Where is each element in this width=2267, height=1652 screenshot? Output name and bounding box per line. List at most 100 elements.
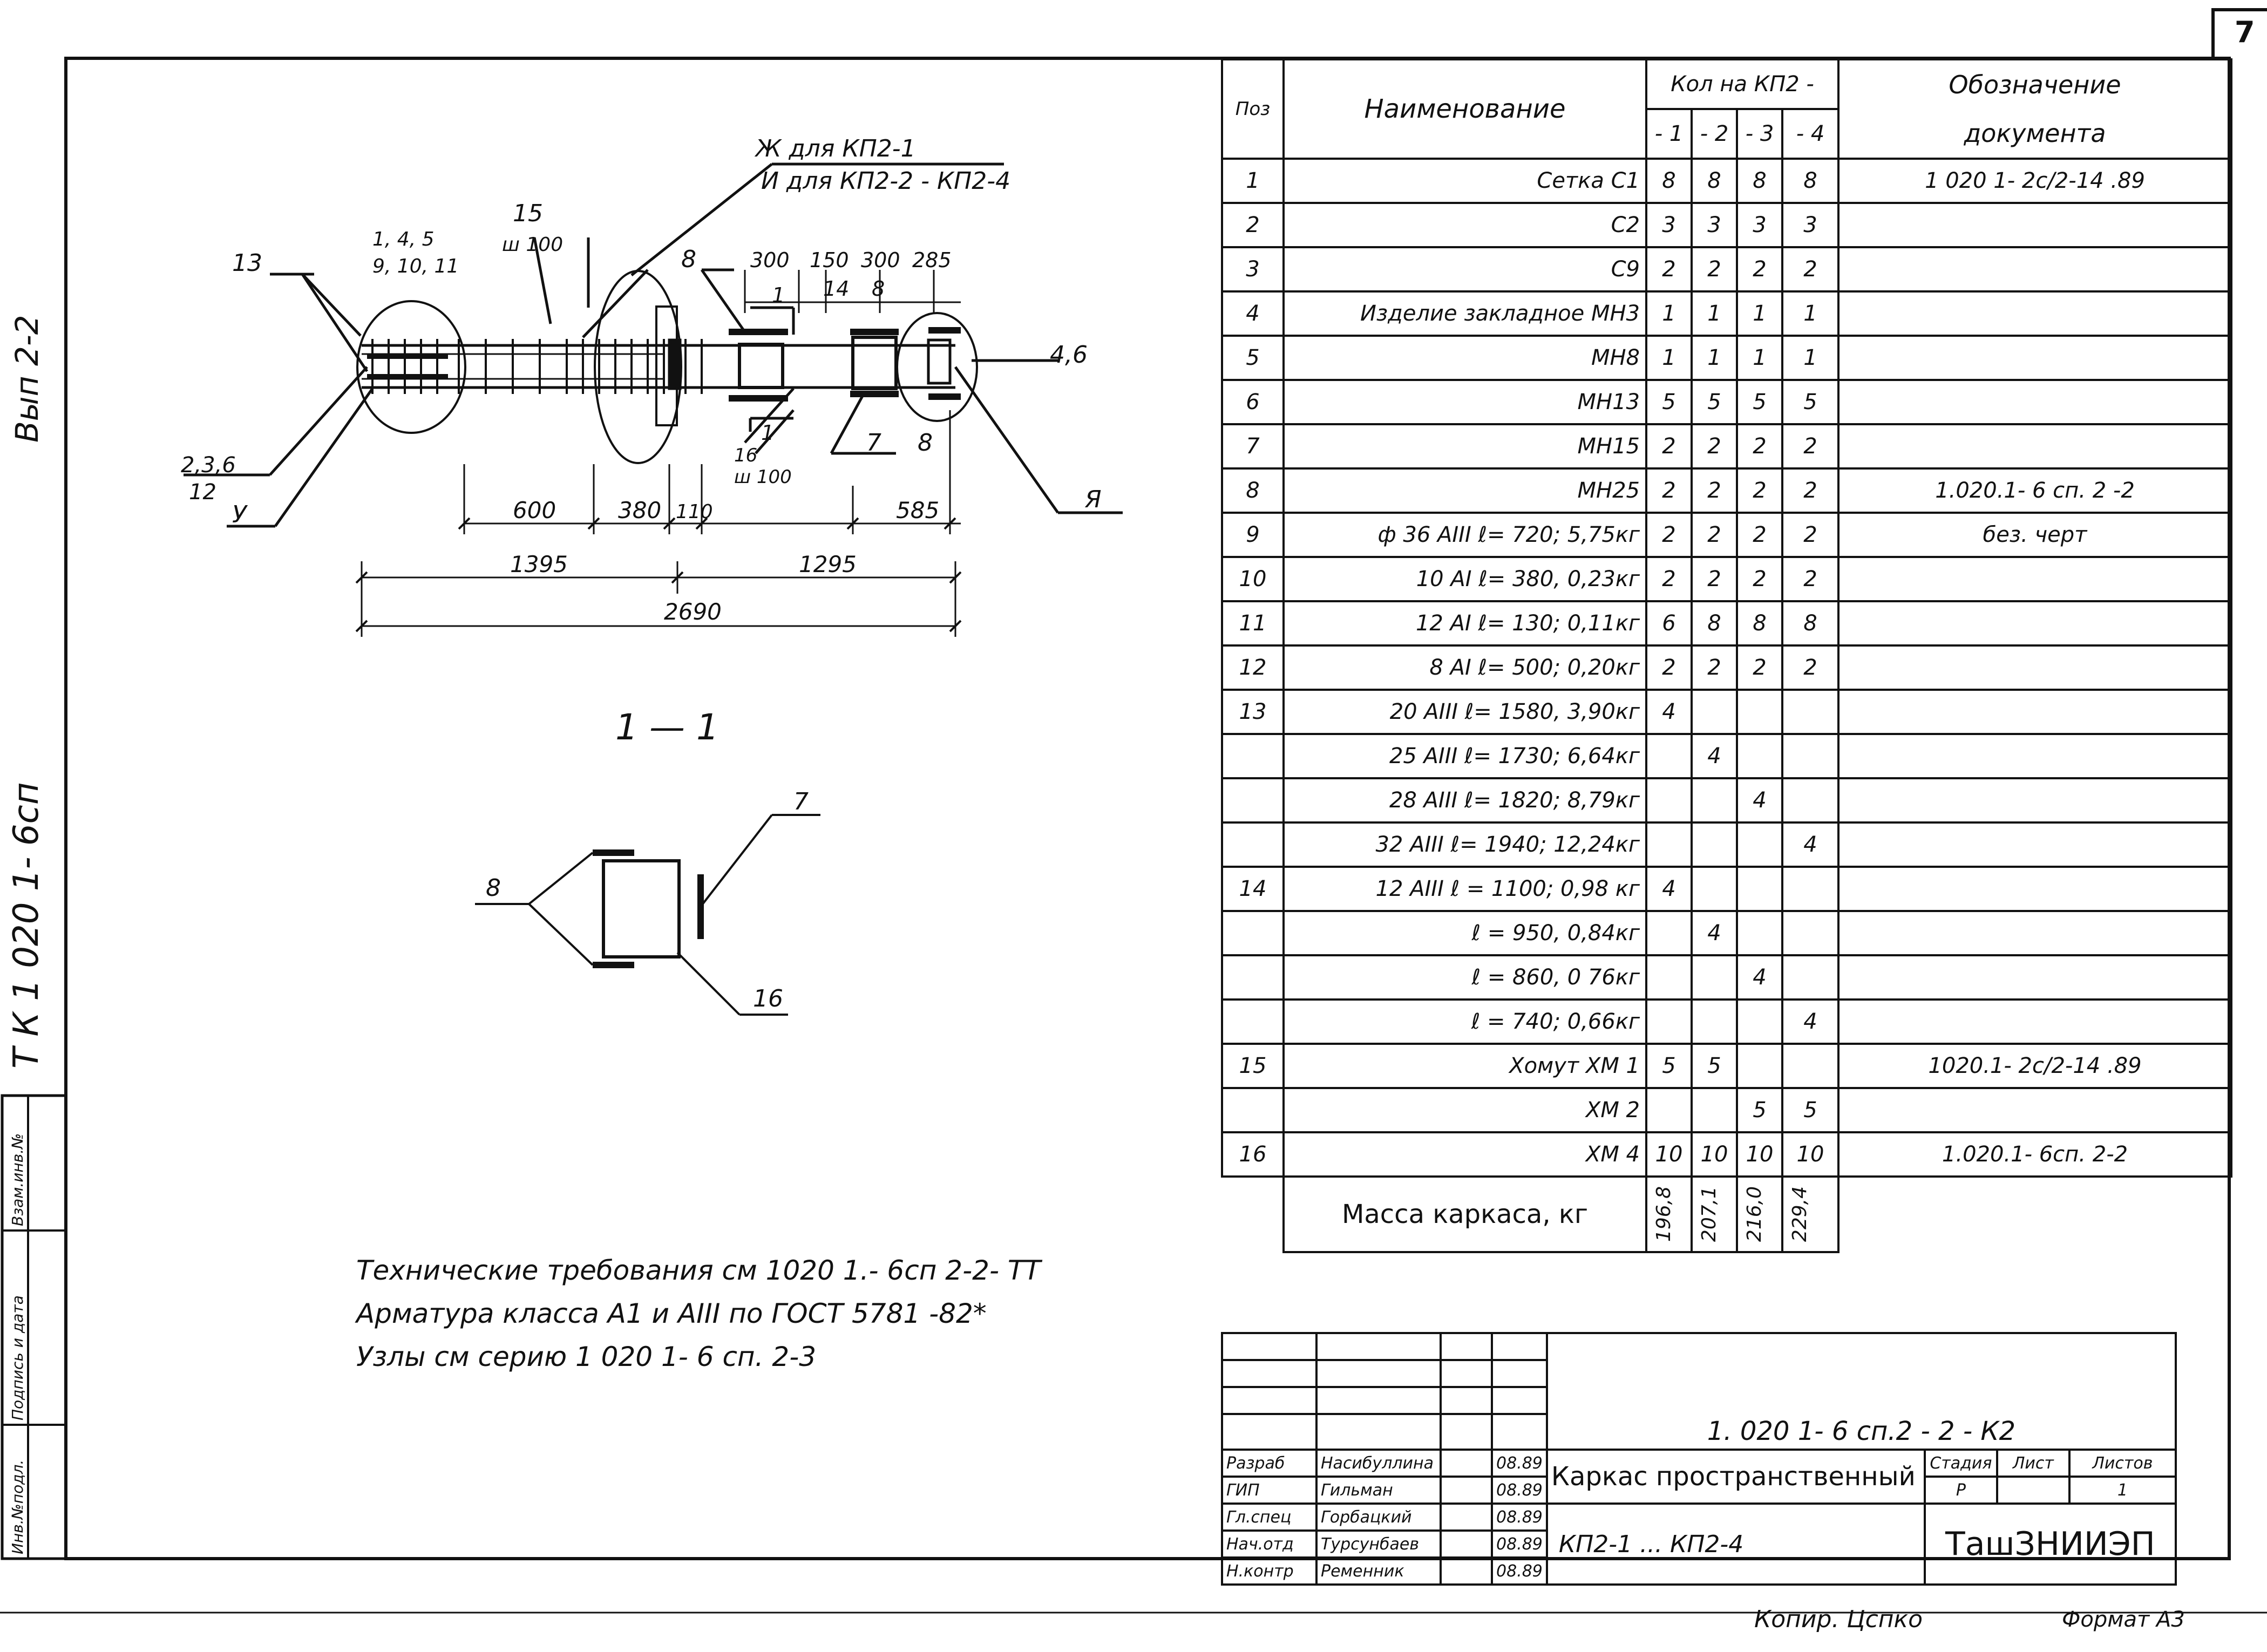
spec-name: ℓ = 860, 0 76кг [1282, 954, 1647, 1001]
spec-qty: 1 [1691, 290, 1738, 337]
spec-name: ф 36 АIII ℓ= 720; 5,75кг [1282, 512, 1647, 558]
spec-qty: 3 [1736, 202, 1783, 248]
spec-qty [1781, 733, 1840, 779]
spec-name: ℓ = 950, 0,84кг [1282, 910, 1647, 956]
spec-doc [1837, 866, 2232, 912]
spec-doc [1837, 821, 2232, 868]
spec-name: Сетка С1 [1282, 158, 1647, 204]
spec-qty: 4 [1691, 910, 1738, 956]
tb-date-4: 08.89 [1491, 1529, 1548, 1559]
spec-doc: 1020.1- 2с/2-14 .89 [1837, 1043, 2232, 1089]
spec-qty: 4 [1645, 689, 1693, 735]
spec-qty [1736, 689, 1783, 735]
tb-row-3: Гл.спец Горбацкий 08.89 КП2-1 ... КП2-4 … [1221, 1503, 2177, 1586]
mass-label: Масса каркаса, кг [1282, 1175, 1647, 1253]
spec-pos: 4 [1221, 290, 1285, 337]
label-8a: 8 [681, 246, 696, 273]
spec-doc [1837, 689, 2232, 735]
cage-plan-view [184, 162, 1123, 637]
callout-i: И для КП2-2 - КП2-4 [761, 167, 1010, 195]
section-label-8: 8 [486, 874, 501, 902]
release-label: Вып 2-2 [9, 315, 45, 443]
spec-qty [1781, 866, 1840, 912]
spec-doc [1837, 600, 2232, 647]
footer-copied: Копир. Цспко [1754, 1606, 1923, 1633]
spec-header-q2: - 2 [1691, 108, 1738, 160]
footer-format: Формат А3 [2062, 1607, 2185, 1632]
spec-doc [1837, 423, 2232, 470]
tb-date-3: 08.89 [1491, 1503, 1548, 1532]
spec-doc [1837, 246, 2232, 293]
dim-600: 600 [513, 497, 556, 524]
technical-notes: Технические требования см 1020 1.- 6сп 2… [356, 1255, 1041, 1384]
spec-header-name: Наименование [1282, 58, 1647, 160]
spec-qty: 2 [1691, 644, 1738, 691]
spec-doc [1837, 998, 2232, 1045]
spec-pos: 8 [1221, 467, 1285, 514]
label-tl2: 9, 10, 11 [372, 255, 459, 277]
spec-doc [1837, 556, 2232, 602]
section-label-16: 16 [753, 985, 783, 1012]
spec-qty [1645, 998, 1693, 1045]
spec-qty: 2 [1691, 556, 1738, 602]
tb-role-1: Разраб [1221, 1449, 1318, 1478]
spec-pos: 14 [1221, 866, 1285, 912]
spec-qty: 2 [1645, 423, 1693, 470]
section-1-1-drawing [475, 814, 820, 1016]
note-line-1: Технические требования см 1020 1.- 6сп 2… [356, 1255, 1041, 1286]
spec-pos: 11 [1221, 600, 1285, 647]
spec-qty: 2 [1691, 467, 1738, 514]
spec-qty [1736, 866, 1783, 912]
spec-doc [1837, 954, 2232, 1001]
spec-qty [1691, 954, 1738, 1001]
dim-1395: 1395 [510, 551, 568, 577]
spec-qty: 1 [1736, 335, 1783, 381]
spec-qty [1691, 689, 1738, 735]
spec-qty [1691, 998, 1738, 1045]
spec-qty: 8 [1781, 600, 1840, 647]
spec-name: С9 [1282, 246, 1647, 293]
spec-pos [1221, 1087, 1285, 1133]
spec-qty: 5 [1645, 1043, 1693, 1089]
spec-qty: 4 [1781, 998, 1840, 1045]
spec-qty: 4 [1736, 954, 1783, 1001]
label-236: 2,3,6 [181, 453, 236, 478]
tb-h-sheets: Листов [2068, 1449, 2177, 1478]
label-sh100-b: ш 100 [734, 466, 792, 488]
spec-mass-row: Масса каркаса, кг 196,8 207,1 216,0 229,… [1222, 1175, 2231, 1253]
tb-name-2: Гильман [1315, 1476, 1442, 1505]
dim-585: 585 [896, 497, 939, 524]
spec-name: МН13 [1282, 379, 1647, 425]
label-ya: Я [1084, 486, 1102, 513]
tb-h-stage: Стадия [1923, 1449, 1998, 1478]
spec-qty: 4 [1691, 733, 1738, 779]
tb-date-5: 08.89 [1491, 1556, 1548, 1586]
dim-285: 285 [912, 248, 952, 272]
dim-150: 150 [810, 248, 849, 272]
label-u: У [232, 501, 248, 528]
spec-qty [1691, 1087, 1738, 1133]
spec-name: Хомут ХМ 1 [1282, 1043, 1647, 1089]
callout-zh: Ж для КП2-1 [754, 135, 916, 162]
label-1b: 1 [761, 421, 774, 445]
spec-qty: 2 [1645, 467, 1693, 514]
spec-qty: 2 [1645, 512, 1693, 558]
spec-doc [1837, 202, 2232, 248]
spec-qty [1781, 910, 1840, 956]
spec-qty [1781, 1043, 1840, 1089]
tb-role-3: Гл.спец [1221, 1503, 1318, 1532]
spec-name: ℓ = 740; 0,66кг [1282, 998, 1647, 1045]
spec-doc [1837, 379, 2232, 425]
spec-qty [1645, 910, 1693, 956]
spec-qty [1781, 689, 1840, 735]
spec-pos: 7 [1221, 423, 1285, 470]
doc-code: 1. 020 1- 6 сп.2 - 2 - К2 [1545, 1414, 2177, 1451]
